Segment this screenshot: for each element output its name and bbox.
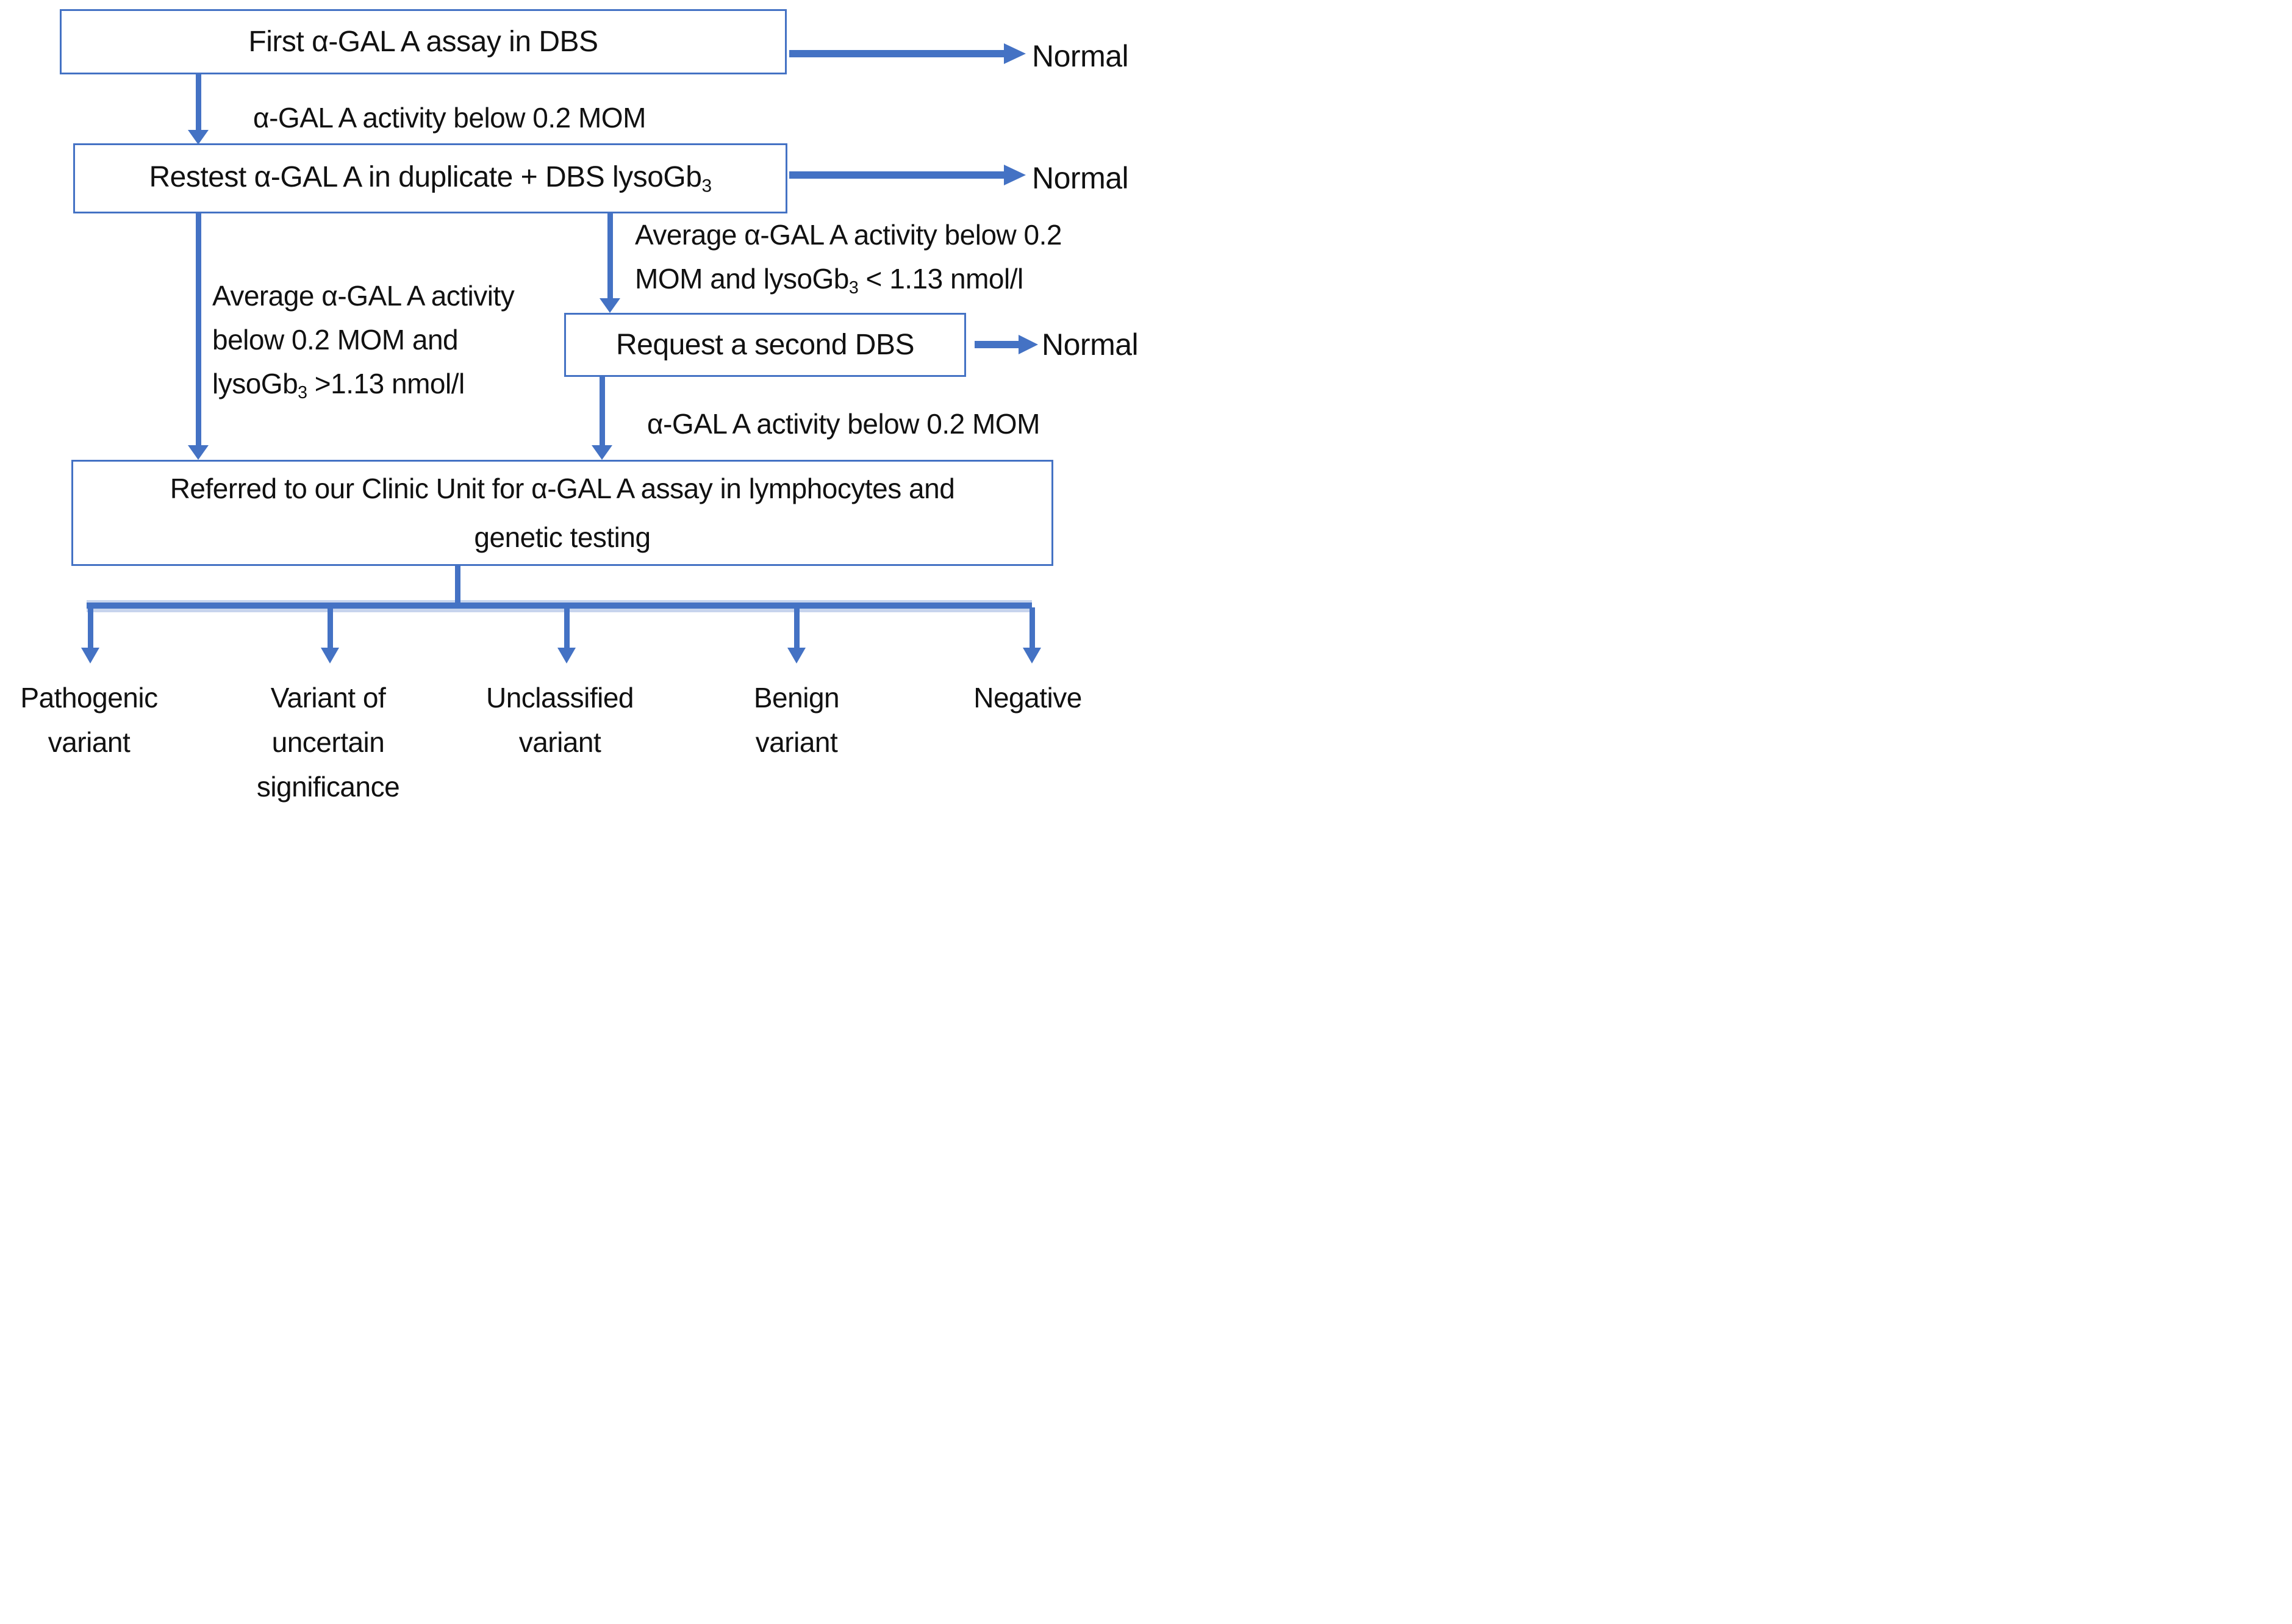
arrow-to-negative <box>1030 607 1035 648</box>
node-referral-line2: genetic testing <box>474 521 651 553</box>
outcome-normal-top: Normal <box>1032 39 1129 73</box>
arrow-down-icon <box>787 648 806 664</box>
connector-horizontal <box>87 603 1032 609</box>
node-request-second-dbs: Request a second DBS <box>564 313 966 377</box>
outcome-normal-mid: Normal <box>1032 161 1129 195</box>
node-first-assay: First α-GAL A assay in DBS <box>60 9 787 74</box>
arrow-to-vus <box>328 607 333 648</box>
node-request-label: Request a second DBS <box>616 328 914 361</box>
flowchart-canvas: First α-GAL A assay in DBS Normal α-GAL … <box>0 0 1146 812</box>
arrow-first-to-normal <box>789 50 1004 57</box>
arrow-to-benign <box>794 607 800 648</box>
edge-label-left-line1: Average α-GAL A activity <box>212 280 515 312</box>
result-label-unclassified: Unclassified variant <box>486 682 634 758</box>
arrow-down-icon <box>1023 648 1041 664</box>
result-label-pathogenic: Pathogenic variant <box>20 682 158 758</box>
arrow-request-to-referral <box>600 377 605 446</box>
edge-label-left-line2: below 0.2 MOM and <box>212 324 459 356</box>
arrow-down-icon <box>592 445 612 460</box>
edge-label-right-line2: MOM and lysoGb3 < 1.13 nmol/l <box>635 263 1023 298</box>
arrow-retest-to-referral <box>196 213 201 446</box>
arrow-retest-to-normal <box>789 171 1004 179</box>
arrow-right-icon <box>1004 43 1026 64</box>
arrow-right-icon <box>1004 165 1026 185</box>
edge-label-left-branch: Average α-GAL A activity below 0.2 MOM a… <box>212 274 515 415</box>
result-label-vus: Variant of uncertain significance <box>256 682 400 803</box>
edge-label-left-line3: lysoGb3 >1.13 nmol/l <box>212 368 465 402</box>
node-first-assay-label: First α-GAL A assay in DBS <box>248 25 598 58</box>
arrow-first-to-retest <box>196 74 201 131</box>
arrow-to-unclassified <box>564 607 570 648</box>
subscript-3: 3 <box>848 277 859 298</box>
arrow-right-icon <box>1019 335 1038 354</box>
node-referral: Referred to our Clinic Unit for α-GAL A … <box>71 460 1053 566</box>
result-label-negative: Negative <box>973 682 1082 714</box>
node-referral-line1: Referred to our Clinic Unit for α-GAL A … <box>170 473 955 504</box>
edge-label-first-fail: α-GAL A activity below 0.2 MOM <box>253 102 646 134</box>
edge-label-second-fail: α-GAL A activity below 0.2 MOM <box>647 408 1040 440</box>
arrow-to-pathogenic <box>88 607 93 648</box>
connector-stub <box>455 566 460 604</box>
arrow-down-icon <box>188 445 209 460</box>
arrow-down-icon <box>321 648 339 664</box>
subscript-3: 3 <box>701 176 712 196</box>
arrow-down-icon <box>188 130 209 145</box>
edge-label-right-branch: Average α-GAL A activity below 0.2 MOM a… <box>635 213 1062 310</box>
node-retest-label: Restest α-GAL A in duplicate + DBS lysoG… <box>149 161 712 196</box>
arrow-down-icon <box>557 648 576 664</box>
subscript-3: 3 <box>298 382 307 402</box>
arrow-request-to-normal <box>975 341 1019 348</box>
outcome-normal-low: Normal <box>1042 327 1139 362</box>
arrow-down-icon <box>600 298 620 313</box>
edge-label-right-line1: Average α-GAL A activity below 0.2 <box>635 219 1062 251</box>
arrow-retest-to-request <box>607 213 613 299</box>
arrow-down-icon <box>81 648 99 664</box>
result-label-benign: Benign variant <box>753 682 840 758</box>
node-retest: Restest α-GAL A in duplicate + DBS lysoG… <box>73 143 787 213</box>
